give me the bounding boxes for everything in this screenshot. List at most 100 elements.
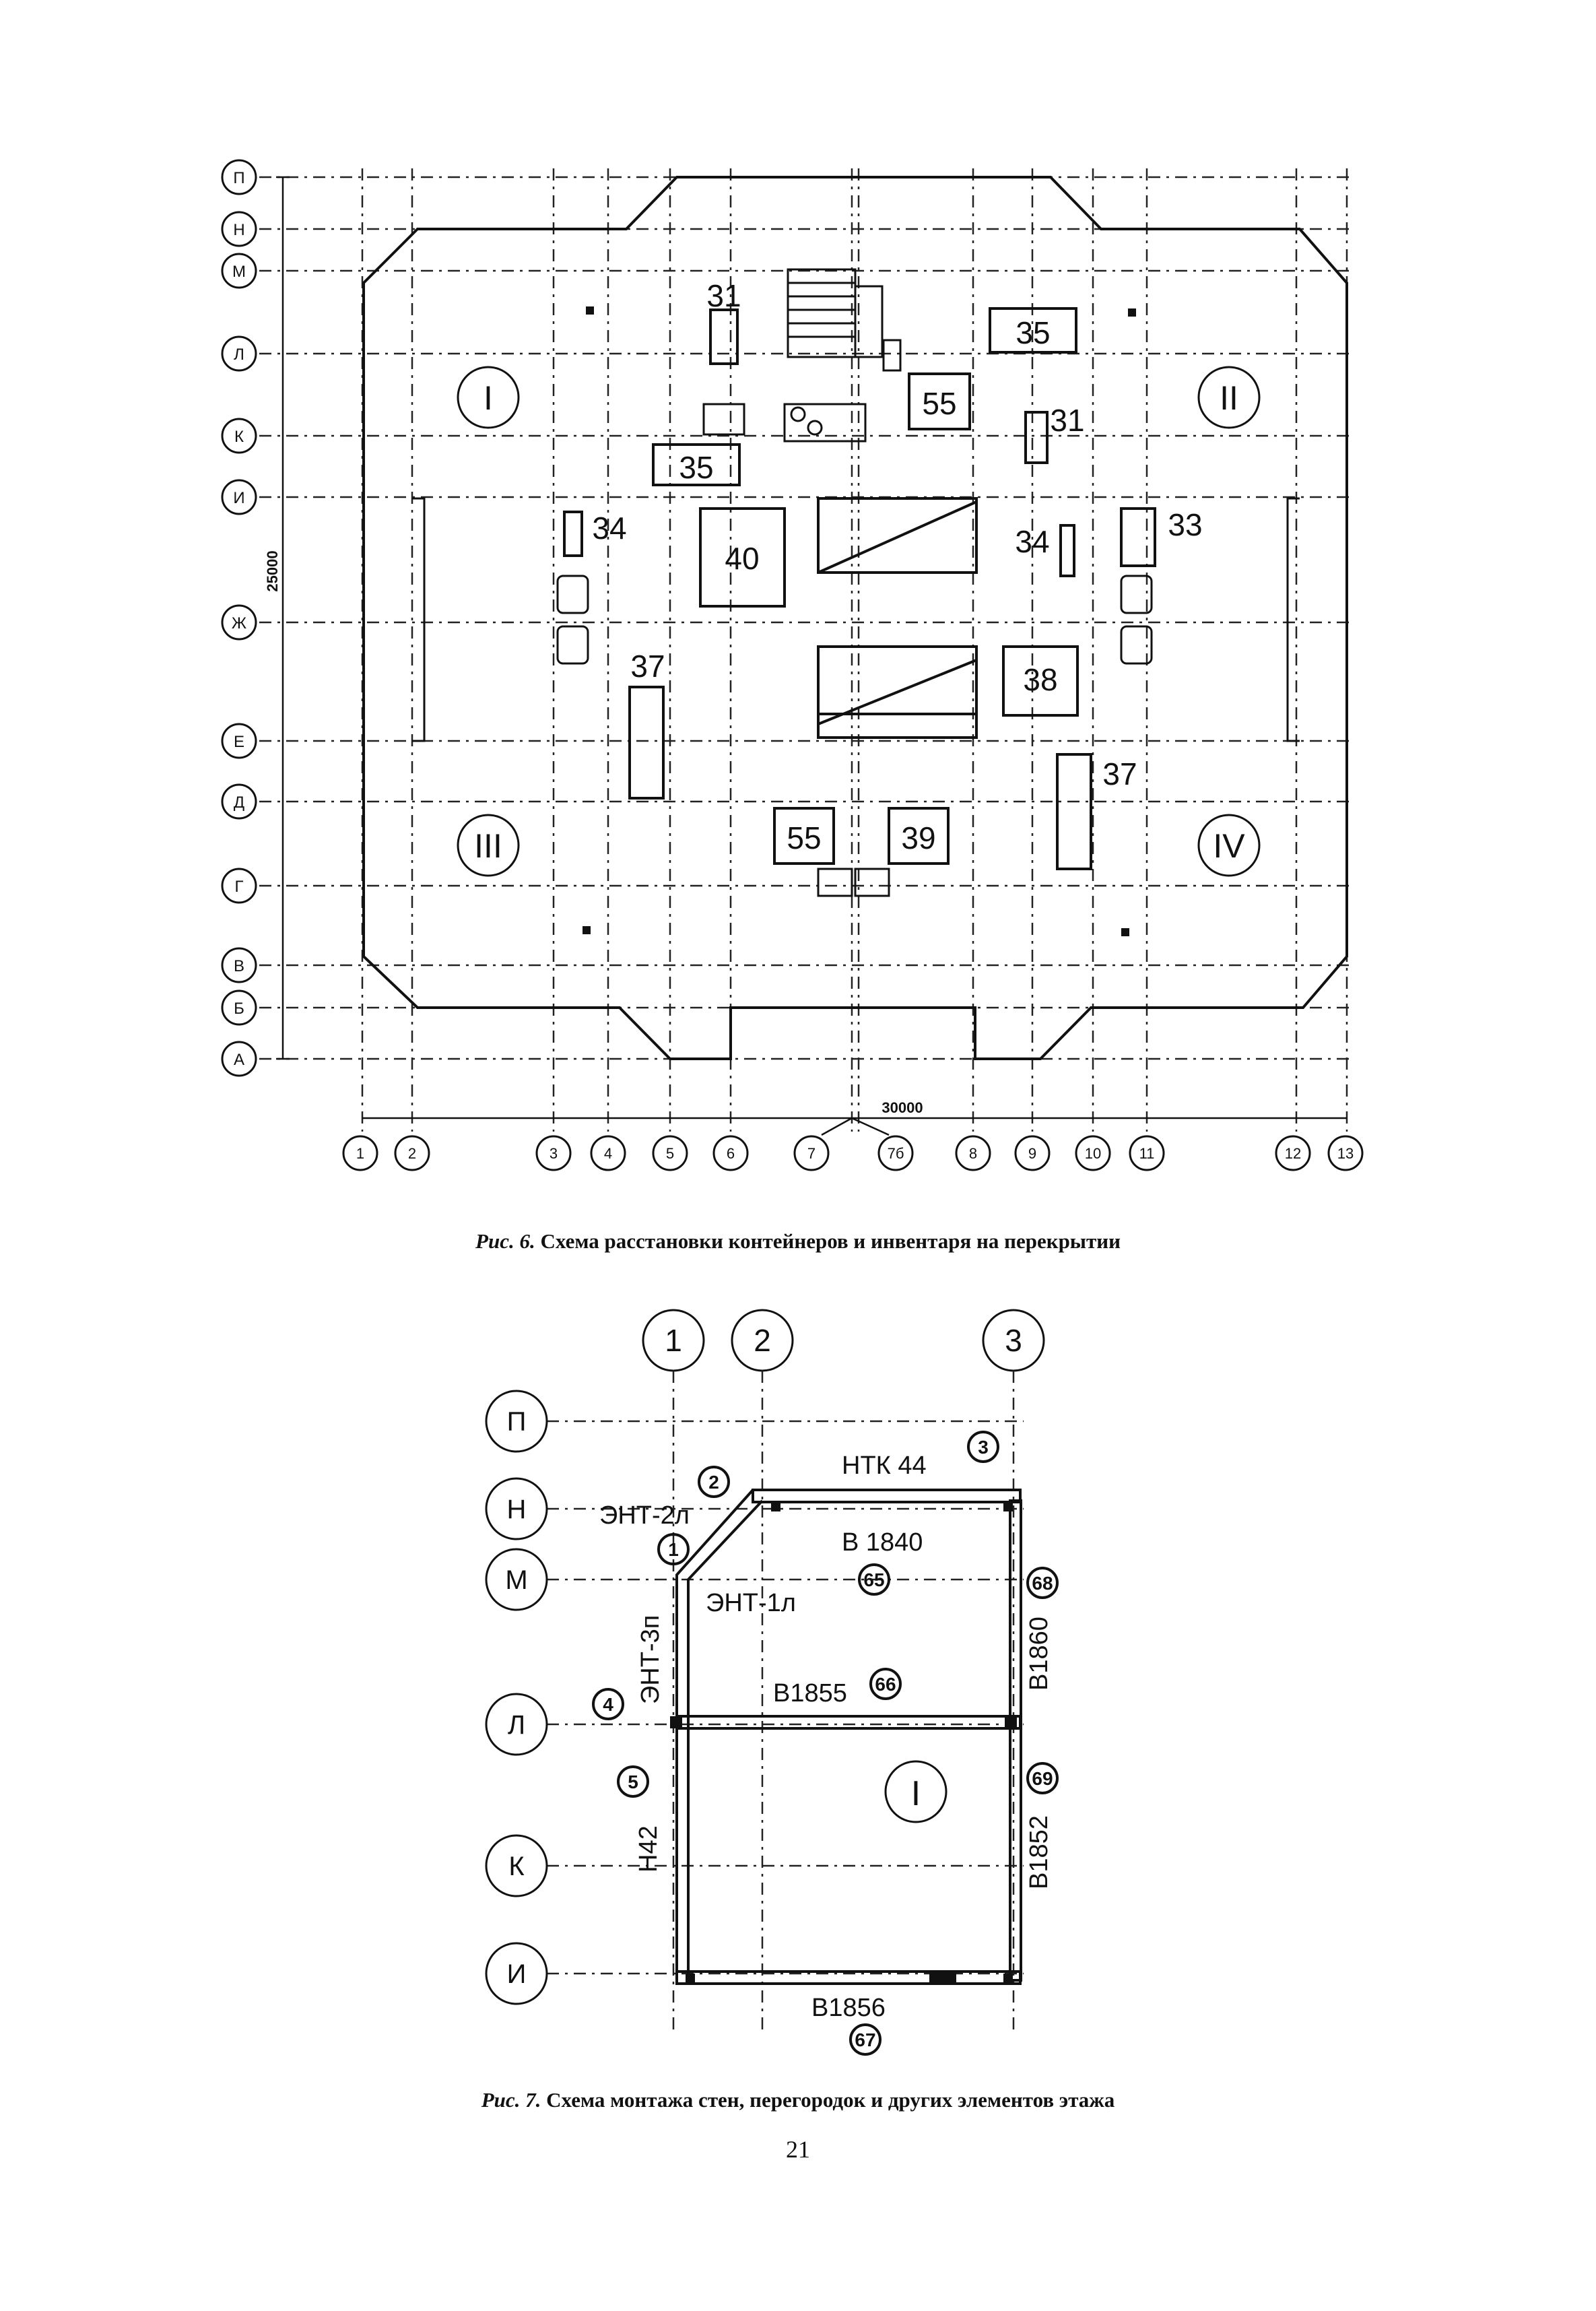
fig7-col-label: 1 bbox=[665, 1323, 682, 1358]
row-axis-label: В bbox=[234, 957, 244, 975]
dimension-horizontal bbox=[362, 1117, 1347, 1136]
fig6-caption: Рис. 6. Схема расстановки контейнеров и … bbox=[0, 1229, 1596, 1254]
row-axis-label: К bbox=[234, 428, 244, 446]
fig7-plan: 1 2 3 П Н М Л К И bbox=[485, 1309, 1059, 2056]
row-axis-label: А bbox=[234, 1051, 244, 1069]
col-axis-label: 9 bbox=[1028, 1145, 1036, 1162]
fig7-row-label: Л bbox=[508, 1710, 525, 1740]
container-label: 31 bbox=[1050, 403, 1084, 438]
col-axis-label: 7 bbox=[807, 1145, 816, 1162]
circled-mark: 65 bbox=[863, 1569, 884, 1590]
container-label: 34 bbox=[592, 511, 626, 546]
zone-label: II bbox=[1220, 379, 1238, 417]
col-axis-label: 6 bbox=[727, 1145, 735, 1162]
fig6-row-bubbles bbox=[221, 159, 257, 1077]
fig6-caption-prefix: Рис. 6. bbox=[475, 1229, 535, 1253]
fig6-gridlines bbox=[259, 168, 1354, 1132]
row-axis-label: Н bbox=[233, 221, 244, 239]
container-label: 39 bbox=[901, 820, 935, 855]
container-label: 35 bbox=[679, 450, 713, 485]
container-label: 38 bbox=[1023, 662, 1057, 697]
fig7-zone-mark bbox=[884, 1760, 947, 1823]
fig6-zone-marks bbox=[457, 366, 1261, 877]
col-axis-label: 3 bbox=[550, 1145, 558, 1162]
element-label: НТК 44 bbox=[842, 1452, 927, 1480]
row-axis-label: Г bbox=[235, 878, 244, 896]
fig7-row-label: Н bbox=[507, 1495, 527, 1524]
col-axis-label: 12 bbox=[1285, 1145, 1301, 1162]
fig6-col-bubbles bbox=[342, 1135, 1364, 1171]
col-axis-label: 7б bbox=[888, 1145, 904, 1162]
container-label: 37 bbox=[630, 649, 665, 684]
col-axis-label: 2 bbox=[408, 1145, 416, 1162]
stair-block bbox=[702, 268, 902, 443]
element-label: В 1840 bbox=[842, 1528, 923, 1557]
row-axis-label: Л bbox=[234, 346, 244, 364]
fig7-zone-label: I bbox=[911, 1774, 921, 1813]
zone-label: I bbox=[484, 379, 493, 417]
element-label: ЭНТ-3п bbox=[636, 1615, 665, 1704]
fig6-row-labels: П Н М Л К И Ж Е Д Г В Б А bbox=[232, 169, 246, 1069]
fig7-caption-prefix: Рис. 7. bbox=[481, 2088, 541, 2112]
fig6-col-labels: 1 2 3 4 5 6 7 7б 8 9 10 11 12 13 bbox=[356, 1145, 1354, 1162]
dim-horizontal-label: 30000 bbox=[882, 1099, 923, 1116]
circled-mark: 2 bbox=[708, 1472, 719, 1493]
col-axis-label: 5 bbox=[666, 1145, 674, 1162]
circled-mark: 5 bbox=[628, 1771, 638, 1792]
zone-label: IV bbox=[1213, 827, 1245, 865]
row-axis-label: П bbox=[233, 169, 244, 187]
fig7-row-label: М bbox=[505, 1565, 527, 1595]
fig7-row-label: П bbox=[507, 1407, 527, 1437]
fig7-row-label: И bbox=[507, 1959, 527, 1989]
fig6-plan: I II III IV bbox=[221, 159, 1364, 1171]
col-axis-label: 4 bbox=[604, 1145, 612, 1162]
fig7-col-label: 2 bbox=[754, 1323, 771, 1358]
dim-vertical-label: 25000 bbox=[264, 550, 281, 591]
fig7-col-label: 3 bbox=[1005, 1323, 1022, 1358]
row-axis-label: Е bbox=[234, 733, 244, 751]
col-axis-label: 8 bbox=[969, 1145, 977, 1162]
fig7-caption-text: Схема монтажа стен, перегородок и других… bbox=[546, 2088, 1115, 2112]
circled-mark: 1 bbox=[668, 1539, 679, 1560]
fig7-row-label: К bbox=[508, 1852, 525, 1881]
col-axis-label: 13 bbox=[1337, 1145, 1354, 1162]
container-label: 55 bbox=[922, 386, 956, 421]
fig7-walls bbox=[675, 1489, 1022, 1985]
element-label: В1856 bbox=[811, 1994, 886, 2022]
container-label: 55 bbox=[787, 820, 821, 855]
container-label: 35 bbox=[1016, 315, 1050, 350]
container-label: 31 bbox=[706, 278, 741, 313]
container-label: 40 bbox=[725, 541, 759, 576]
circled-mark: 67 bbox=[855, 2029, 875, 2050]
element-label: Н42 bbox=[634, 1825, 663, 1873]
fig7-caption: Рис. 7. Схема монтажа стен, перегородок … bbox=[0, 2088, 1596, 2112]
circled-mark: 69 bbox=[1032, 1768, 1053, 1789]
zone-label: III bbox=[474, 827, 502, 865]
circled-mark: 68 bbox=[1032, 1573, 1053, 1594]
circled-mark: 4 bbox=[603, 1694, 613, 1715]
row-axis-label: Ж bbox=[232, 614, 246, 632]
fig6-caption-text: Схема расстановки контейнеров и инвентар… bbox=[540, 1229, 1121, 1253]
col-axis-label: 11 bbox=[1139, 1145, 1155, 1162]
element-label: ЭНТ-2л bbox=[599, 1501, 690, 1530]
shaft-blocks bbox=[817, 497, 978, 739]
row-axis-label: Б bbox=[234, 1000, 244, 1018]
element-label: В1855 bbox=[773, 1679, 847, 1707]
element-label: В1860 bbox=[1025, 1617, 1053, 1691]
row-axis-label: Д bbox=[234, 793, 244, 812]
container-label: 37 bbox=[1102, 756, 1137, 791]
circled-mark: 66 bbox=[875, 1674, 896, 1695]
page-number: 21 bbox=[786, 2136, 810, 2163]
col-axis-label: 10 bbox=[1085, 1145, 1101, 1162]
fig6-floor-outline bbox=[362, 176, 1348, 1060]
dimension-vertical bbox=[276, 176, 290, 1060]
circled-mark: 3 bbox=[978, 1437, 989, 1458]
container-boxes bbox=[563, 307, 1156, 870]
element-label: В1852 bbox=[1025, 1815, 1053, 1889]
container-numbers: 31 35 55 31 35 34 40 34 33 37 38 37 55 3… bbox=[592, 278, 1202, 855]
col-axis-label: 1 bbox=[356, 1145, 364, 1162]
row-axis-label: М bbox=[232, 263, 246, 281]
element-label: ЭНТ-1л bbox=[706, 1589, 796, 1617]
row-axis-label: И bbox=[233, 489, 244, 507]
container-label: 34 bbox=[1015, 524, 1049, 559]
